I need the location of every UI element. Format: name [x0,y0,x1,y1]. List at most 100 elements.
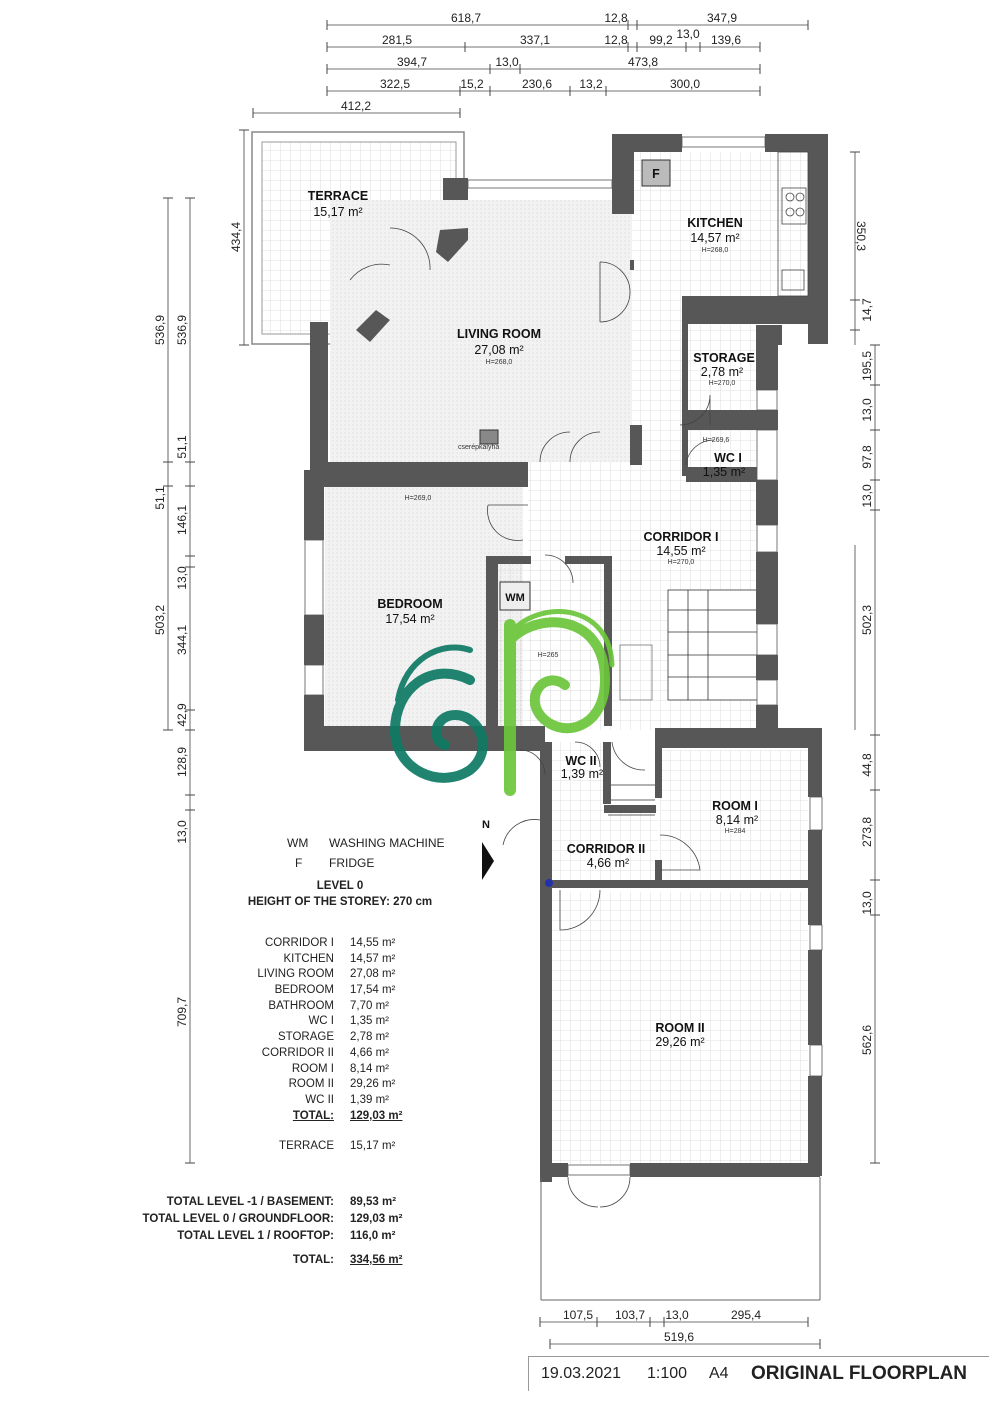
area-total-row: TOTAL:129,03 m² [200,1110,460,1126]
room-name: CORRIDOR II [567,842,645,856]
dim-label: 107,5 [563,1308,593,1322]
area-row: CORRIDOR I 14,55 m² [200,937,460,953]
room-area: 2,78 m² [701,365,743,379]
legend-key: WM [287,836,309,850]
area-room-name: CORRIDOR I [265,937,334,949]
room-height: H=270,0 [668,559,695,566]
dim-label: 13,0 [665,1308,689,1322]
living-room-floor [330,200,632,462]
area-room-name: WC II [305,1093,334,1106]
area-value: 4,66 m² [350,1046,389,1059]
area-room-name: ROOM II [288,1078,334,1091]
dim-label: 350,3 [854,221,868,251]
dim-label: 281,5 [382,33,412,47]
room-name: BEDROOM [377,597,442,611]
room-height: H=284 [725,828,746,835]
area-room-name: LIVING ROOM [257,968,334,981]
level-totals: TOTAL LEVEL -1 / BASEMENT:89,53 m² TOTAL… [120,1196,420,1271]
grand-total-row: TOTAL:334,56 m² [120,1254,420,1271]
total-row: TOTAL LEVEL 1 / ROOFTOP:116,0 m² [120,1230,420,1247]
area-room-name: BATHROOM [268,999,334,1012]
dim-label: 139,6 [711,33,741,47]
room-area: 17,54 m² [385,612,434,626]
dim-label: 536,9 [153,315,167,345]
dim-label: 14,7 [860,298,874,322]
area-room-name: KITCHEN [283,952,334,965]
room-name: WC II [565,754,596,768]
area-row: KITCHEN 14,57 m² [200,953,460,969]
dim-label: 51,1 [153,486,167,510]
dim-label: 97,8 [860,445,874,469]
reference-marker [545,879,553,887]
area-value: 1,35 m² [350,1015,389,1028]
legend-value: FRIDGE [329,856,375,870]
dim-label: 13,0 [860,484,874,508]
room-height: H=268,0 [702,247,729,254]
dim-label: 13,0 [175,566,189,590]
area-total-label: TOTAL: [292,1109,334,1122]
dim-label: 42,9 [175,703,189,727]
room-name: STORAGE [693,351,755,365]
watermark-logo [389,609,615,796]
top-dimension-labels: 618,7 12,8 347,9 281,5 337,1 12,8 99,2 1… [341,11,741,113]
dim-label: 344,1 [175,625,189,655]
area-value: 15,17 m² [350,1140,396,1153]
area-value: 14,57 m² [350,952,396,965]
dim-label: 15,2 [460,77,484,91]
dim-label: 473,8 [628,55,658,69]
dim-label: 503,2 [153,605,167,635]
total-value: 116,0 m² [350,1230,396,1242]
total-label: TOTAL LEVEL -1 / BASEMENT: [166,1196,334,1208]
dim-label: 13,0 [175,820,189,844]
level-title: LEVEL 0 [316,880,364,892]
legend-value: WASHING MACHINE [329,836,445,850]
dim-label: 502,3 [860,605,874,635]
room-area: 1,35 m² [703,465,745,479]
room-labels: TERRACE 15,17 m² KITCHEN 14,57 m² H=268,… [308,189,758,1049]
dim-label: 13,0 [860,891,874,915]
room-area: 8,14 m² [716,813,758,827]
dim-label: 146,1 [175,505,189,535]
legend-item: WM WASHING MACHINE [287,836,487,856]
dim-label: 300,0 [670,77,700,91]
area-room-name: CORRIDOR II [261,1046,334,1059]
area-value: 1,39 m² [350,1093,389,1106]
grand-total-label: TOTAL: [292,1254,334,1266]
left-dimensions [163,129,249,1164]
area-value: 17,54 m² [350,984,396,997]
top-dimensions [252,20,809,118]
area-room-name: BEDROOM [274,984,334,997]
dim-label: 536,9 [175,315,189,345]
stove: cserépkályha [458,429,499,451]
dim-label: 519,6 [664,1330,694,1344]
dim-label: 230,6 [522,77,552,91]
dim-label: 618,7 [451,11,481,25]
dim-label: 51,1 [175,435,189,459]
dim-label: 337,1 [520,33,550,47]
area-value: 14,55 m² [350,937,396,949]
dim-label: 103,7 [615,1308,645,1322]
dim-label: 44,8 [860,753,874,777]
room-name: CORRIDOR I [644,530,719,544]
area-row: ROOM II 29,26 m² [200,1078,460,1094]
kitchen-counter [777,151,809,297]
room-area: 15,17 m² [313,205,362,219]
room-area: 27,08 m² [474,343,523,357]
paper-size: A4 [709,1365,729,1382]
stairs [608,590,758,816]
storage-floor [686,325,758,410]
area-value: 29,26 m² [350,1078,396,1091]
dim-label: 99,2 [649,33,673,47]
legend-item: F FRIDGE [287,856,487,876]
legend: WM WASHING MACHINE F FRIDGE [287,836,487,876]
area-room-name: WC I [308,1015,334,1028]
room-height: H=270,0 [709,380,736,387]
drawing-title: ORIGINAL FLOORPLAN [751,1363,968,1384]
dim-label: 347,9 [707,11,737,25]
dim-label: 12,8 [604,11,628,25]
